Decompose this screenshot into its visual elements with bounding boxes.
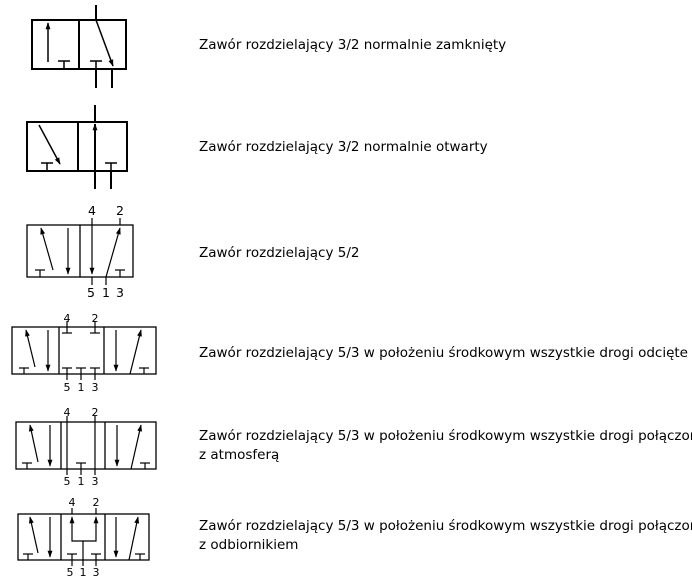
valve-description: Zawór rozdzielający 5/3 w położeniu środ… bbox=[199, 344, 688, 363]
flow-arrow-diagonal bbox=[38, 124, 61, 165]
valve-description: Zawór rozdzielający 5/3 w położeniu środ… bbox=[199, 517, 692, 555]
valve-5-3-closed-centre-symbol bbox=[11, 321, 157, 380]
valve-envelope bbox=[15, 421, 157, 470]
flow-arrow-diagonal bbox=[28, 516, 39, 554]
valve-5-2-port-labels: 4 2 5 1 3 bbox=[87, 203, 124, 300]
port-label-1: 1 bbox=[78, 475, 85, 488]
port-label-2: 2 bbox=[92, 406, 99, 419]
valve-5-3-closed-centre-port-labels: 4 2 5 1 3 bbox=[64, 312, 99, 394]
description-line: z atmosferą bbox=[199, 447, 280, 463]
port-label-4: 4 bbox=[64, 312, 71, 325]
port-label-3: 3 bbox=[92, 381, 99, 394]
flow-arrow-diagonal bbox=[25, 329, 36, 368]
valve-5-2-symbol bbox=[26, 218, 134, 285]
description-line: Zawór rozdzielający 5/3 w położeniu środ… bbox=[199, 345, 688, 361]
port-label-4: 4 bbox=[88, 203, 96, 218]
port-label-1: 1 bbox=[102, 285, 110, 300]
port-label-2: 2 bbox=[93, 496, 100, 509]
port-label-3: 3 bbox=[116, 285, 124, 300]
description-line: Zawór rozdzielający 5/3 w położeniu środ… bbox=[199, 518, 692, 534]
port-label-1: 1 bbox=[78, 381, 85, 394]
valve-description: Zawór rozdzielający 3/2 normalnie otwart… bbox=[199, 138, 488, 157]
description-line: Zawór rozdzielający 3/2 normalnie zamkni… bbox=[199, 37, 507, 53]
valve-5-3-pressure-centre-port-labels: 4 2 5 1 3 bbox=[67, 496, 100, 577]
flow-arrow-diagonal bbox=[128, 516, 140, 561]
valve-envelope bbox=[11, 326, 157, 375]
valve-description: Zawór rozdzielający 5/2 bbox=[199, 244, 359, 263]
valve-3-2-normally-open-symbol bbox=[26, 105, 128, 189]
port-label-2: 2 bbox=[116, 203, 124, 218]
valve-5-3-exhaust-centre-symbol bbox=[15, 416, 157, 475]
valve-3-2-normally-closed-symbol bbox=[31, 5, 127, 88]
description-line: z odbiornikiem bbox=[199, 537, 299, 553]
flow-arrow-diagonal bbox=[130, 424, 142, 470]
port-label-4: 4 bbox=[64, 406, 71, 419]
flow-arrow-diagonal bbox=[105, 227, 121, 278]
supply-to-port-2-arrow bbox=[83, 516, 99, 542]
description-line: Zawór rozdzielający 5/3 w położeniu środ… bbox=[199, 428, 692, 444]
port-label-4: 4 bbox=[69, 496, 76, 509]
flow-arrow-diagonal bbox=[28, 424, 39, 463]
valve-5-3-pressure-centre-symbol bbox=[17, 508, 150, 566]
valve-description: Zawór rozdzielający 5/3 w położeniu środ… bbox=[199, 427, 692, 465]
supply-to-port-4-arrow bbox=[69, 516, 84, 560]
description-line: Zawór rozdzielający 3/2 normalnie otwart… bbox=[199, 139, 488, 155]
valve-5-3-exhaust-centre-port-labels: 4 2 5 1 3 bbox=[64, 406, 99, 488]
flow-arrow-diagonal bbox=[129, 329, 142, 375]
description-line: Zawór rozdzielający 5/2 bbox=[199, 245, 360, 261]
flow-arrow-diagonal bbox=[40, 227, 54, 271]
port-label-5: 5 bbox=[67, 566, 74, 577]
valve-description: Zawór rozdzielający 3/2 normalnie zamkni… bbox=[199, 36, 506, 55]
port-label-1: 1 bbox=[80, 566, 87, 577]
port-label-5: 5 bbox=[64, 475, 71, 488]
flow-arrow-diagonal bbox=[95, 19, 114, 67]
port-label-5: 5 bbox=[87, 285, 95, 300]
port-label-5: 5 bbox=[64, 381, 71, 394]
port-label-3: 3 bbox=[92, 475, 99, 488]
port-label-3: 3 bbox=[93, 566, 100, 577]
port-label-2: 2 bbox=[92, 312, 99, 325]
